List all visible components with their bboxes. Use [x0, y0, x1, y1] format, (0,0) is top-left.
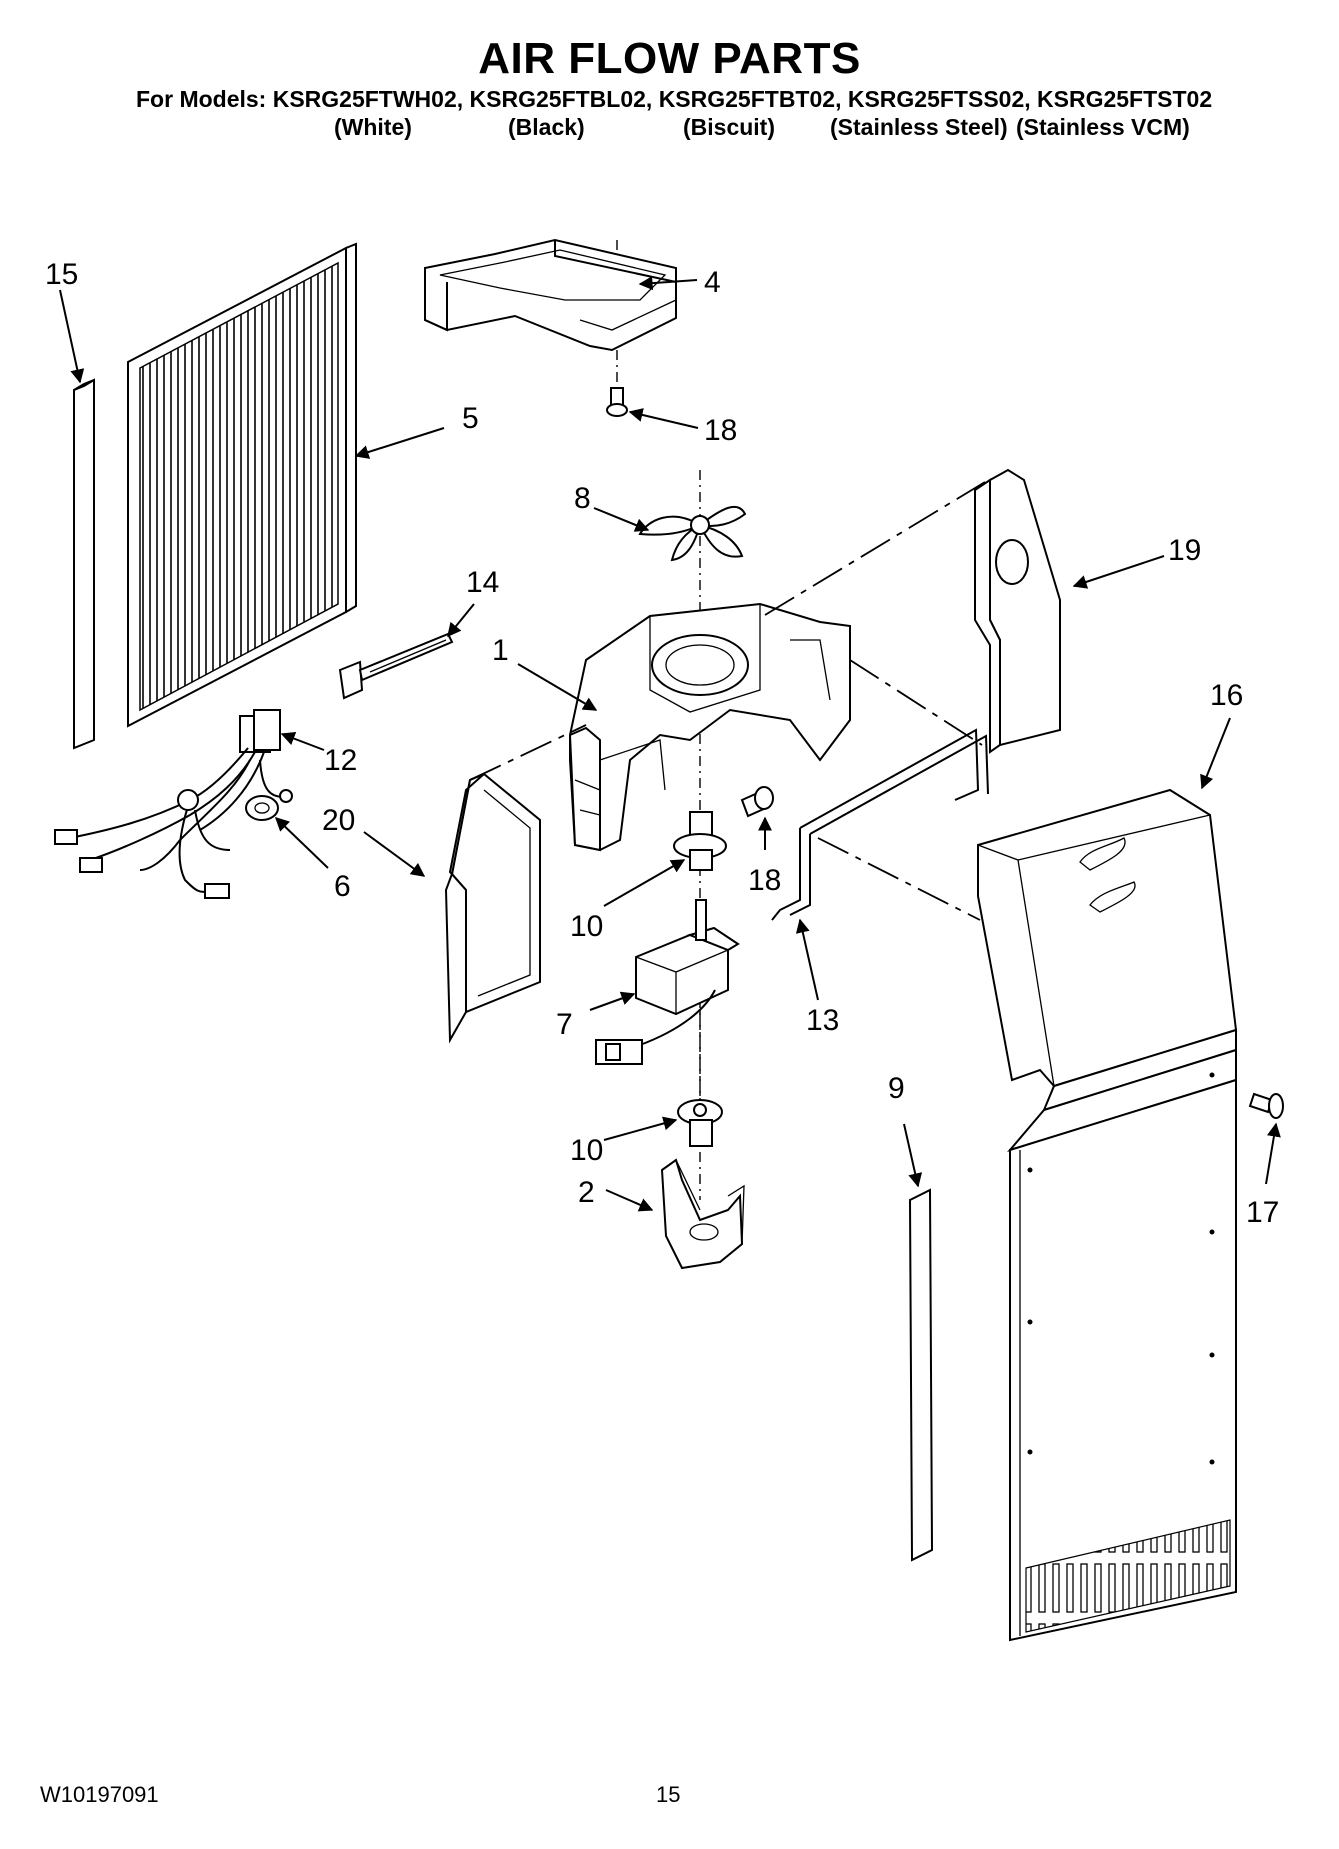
- callout-9: 9: [888, 1072, 905, 1105]
- callout-1: 1: [492, 634, 509, 667]
- callout-13: 13: [806, 1004, 839, 1037]
- part-9-gasket-strip: [908, 1188, 934, 1562]
- models-line: For Models: KSRG25FTWH02, KSRG25FTBL02, …: [136, 86, 1213, 112]
- part-8-fan-blade: [638, 505, 747, 562]
- callout-20: 20: [322, 804, 355, 837]
- callout-5: 5: [462, 402, 479, 435]
- part-1-fan-shroud-housing: [568, 602, 851, 852]
- model-color-white: (White): [334, 114, 412, 140]
- callout-18-middle: 18: [748, 864, 781, 897]
- callout-15: 15: [45, 258, 78, 291]
- page-title: AIR FLOW PARTS: [478, 34, 861, 83]
- assembly-line: [817, 837, 981, 921]
- model-color-biscuit: (Biscuit): [683, 114, 775, 140]
- part-10-motor-mount-upper: [673, 811, 727, 871]
- page-number: 15: [656, 1782, 681, 1807]
- part-18-screw-middle: [740, 786, 774, 818]
- callout-10-lower: 10: [570, 1134, 603, 1167]
- part-17-screw: [1248, 1092, 1284, 1119]
- part-16-rear-air-duct-panel: [977, 788, 1238, 1642]
- assembly-line: [764, 481, 986, 616]
- part-19-air-duct-panel: [974, 468, 1061, 754]
- document-number: W10197091: [40, 1782, 159, 1807]
- callout-18-top: 18: [704, 414, 737, 447]
- callout-19: 19: [1168, 534, 1201, 567]
- part-6-grommet: [245, 795, 279, 821]
- callout-2: 2: [578, 1176, 595, 1209]
- model-color-stainless-vcm: (Stainless VCM): [1016, 114, 1190, 140]
- callout-4: 4: [704, 266, 721, 299]
- callout-7: 7: [556, 1008, 573, 1041]
- part-2-motor-bracket: [660, 1158, 745, 1270]
- model-color-stainless-steel: (Stainless Steel): [830, 114, 1008, 140]
- assembly-line: [849, 659, 983, 746]
- part-20-air-duct-panel: [444, 772, 541, 1044]
- model-color-black: (Black): [508, 114, 585, 140]
- callout-17: 17: [1246, 1196, 1279, 1229]
- part-7-fan-motor: [595, 899, 740, 1065]
- part-10-motor-mount-lower: [677, 1099, 723, 1147]
- assembly-line: [469, 724, 587, 781]
- callout-16: 16: [1210, 679, 1243, 712]
- callout-14: 14: [466, 566, 499, 599]
- part-5-evaporator-fin-panel: [127, 242, 357, 728]
- part-14-cable-tie: [338, 632, 454, 700]
- part-18-screw-top: [606, 387, 628, 417]
- callout-8: 8: [574, 482, 591, 515]
- part-13-wire-bracket: [771, 728, 989, 921]
- part-4-top-air-duct-cover: [424, 238, 677, 352]
- part-15-gasket-strip: [73, 378, 95, 750]
- callout-6: 6: [334, 870, 351, 903]
- part-12-wire-harness: [54, 709, 293, 899]
- callout-12: 12: [324, 744, 357, 777]
- callout-10-upper: 10: [570, 910, 603, 943]
